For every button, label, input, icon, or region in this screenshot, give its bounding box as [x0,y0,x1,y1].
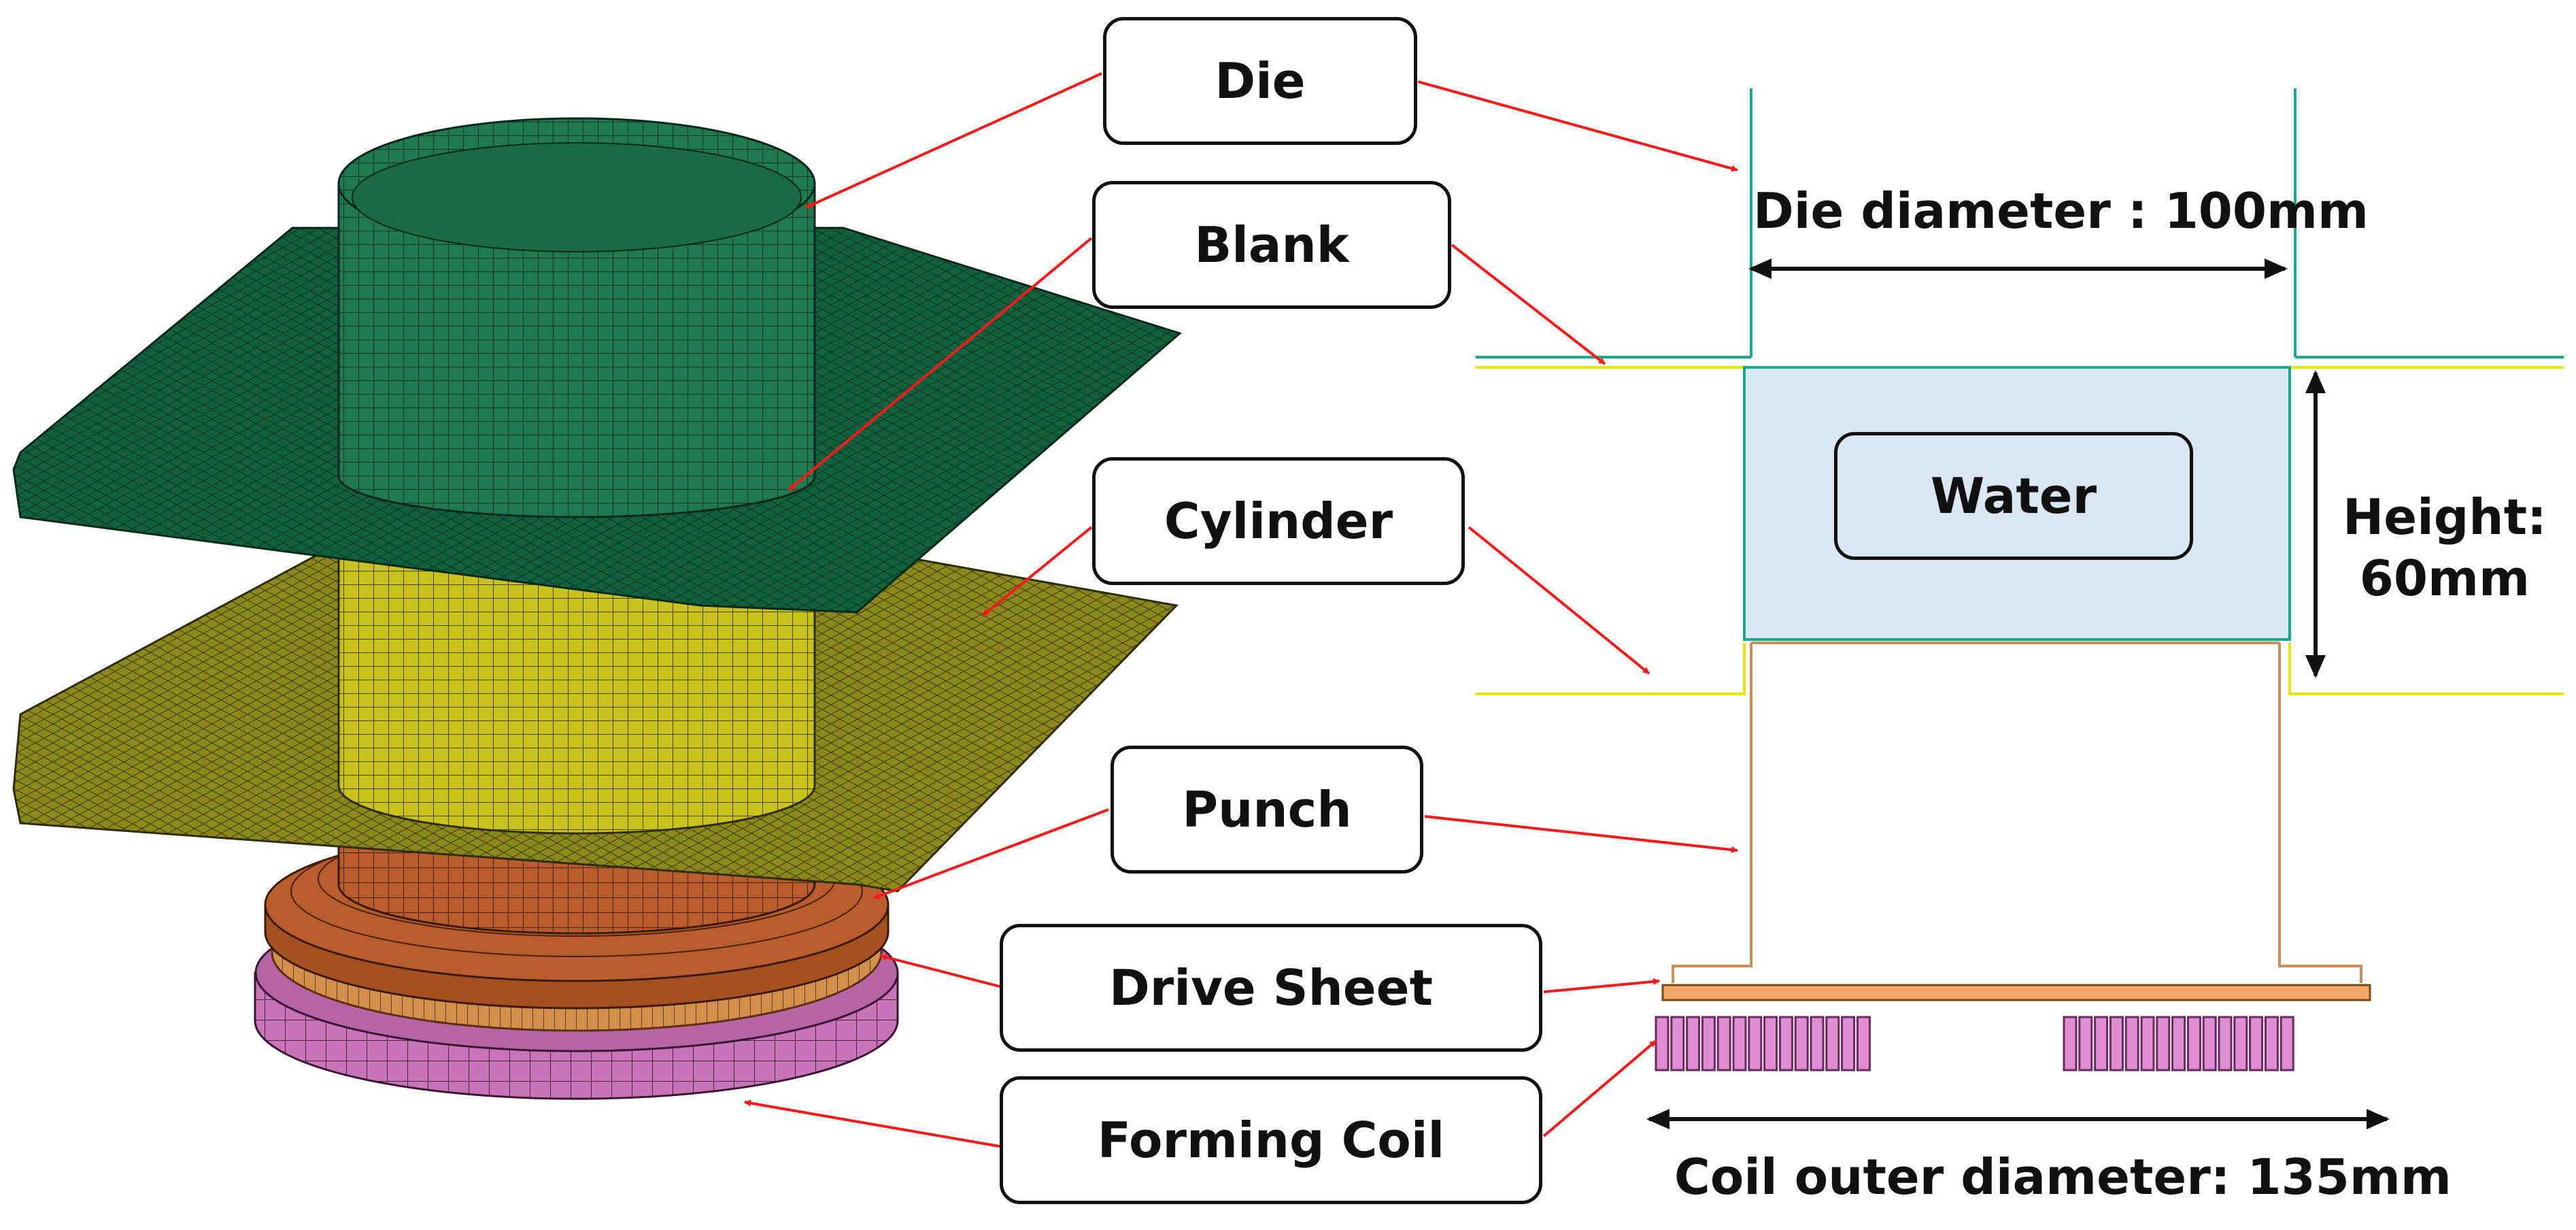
coil-turn [2186,1016,2201,1071]
coil-turn [2124,1016,2139,1071]
drive-sheet-section [1661,984,2371,1001]
coil-turn [2233,1016,2248,1071]
coil-turn [1716,1016,1731,1071]
coil-turn [1655,1016,1670,1071]
coil-turn [1763,1016,1778,1071]
leader-blank-left [787,237,1093,491]
leader-coil-right [1542,1040,1657,1137]
label-water: Water [1834,432,2193,560]
height-text-line2: 60mm [2359,550,2530,607]
label-die: Die [1103,17,1417,145]
coil-turn [2202,1016,2217,1071]
coil-turn [1686,1016,1701,1071]
leader-cylinder-left [981,526,1093,617]
coil-turn [2280,1016,2294,1071]
coil-turn [2218,1016,2233,1071]
leader-punch-right [1424,815,1738,853]
leader-lines [744,72,1738,1148]
coil-turn [2140,1016,2155,1071]
label-drive-sheet: Drive Sheet [1000,924,1542,1052]
leader-die-right [1417,80,1738,172]
leader-drive-left [880,954,1000,988]
cylinder-section [1476,643,2564,695]
coil-turn [1732,1016,1747,1071]
coil-turn [1825,1016,1840,1071]
forming-coil-section [1655,1016,2294,1071]
label-forming-coil: Forming Coil [1000,1076,1542,1204]
leader-cylinder-right [1468,526,1650,675]
leader-punch-left [873,808,1109,899]
coil-turn [1748,1016,1763,1071]
punch-section [1672,642,2362,983]
coil-turn [2156,1016,2171,1071]
label-punch: Punch [1111,746,1423,874]
cylinder-3d [337,543,816,835]
coil-turn [2109,1016,2124,1071]
coil-diameter-text: Coil outer diameter: 135mm [1674,1148,2452,1206]
coil-turn [1701,1016,1716,1071]
coil-turn [2063,1016,2078,1071]
label-cylinder: Cylinder [1092,457,1465,585]
leader-blank-right [1451,244,1606,365]
label-blank: Blank [1092,181,1451,309]
coil-turn [2171,1016,2186,1071]
coil-turn [1810,1016,1825,1071]
die-3d [337,117,816,518]
die-diameter-text: Die diameter : 100mm [1753,182,2369,239]
leader-die-left [805,72,1102,209]
die-section [1476,88,2564,359]
coil-turn [2078,1016,2093,1071]
coil-turn [1794,1016,1809,1071]
coil-turn [2264,1016,2279,1071]
mesh-model-3d [12,117,1183,1100]
coil-turn [1856,1016,1871,1071]
coil-turn [1841,1016,1856,1071]
coil-turn [2094,1016,2109,1071]
coil-turn [1670,1016,1685,1071]
height-text: Height: 60mm [2343,486,2547,609]
leader-drive-right [1543,978,1660,993]
coil-turn [1778,1016,1793,1071]
coil-turn [2249,1016,2264,1071]
dimension-arrows [1646,259,2390,1129]
leader-coil-left [744,1099,1000,1148]
height-text-line1: Height: [2343,488,2547,546]
